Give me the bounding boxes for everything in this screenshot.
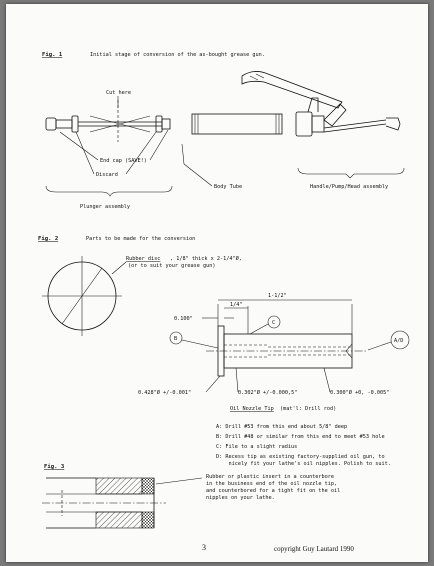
dim-head-thickness: 0.100" [174,316,193,322]
handle-assembly-label: Handle/Pump/Head assembly [310,184,388,190]
pump-head-drawing [241,71,401,137]
fig3-note-line3: and counterbored for a tight fit on the … [206,488,340,494]
copyright-text: copyright Guy Lautard 1990 [274,545,354,553]
note-a: A: Drill #53 from this end about 5/8" de… [216,424,347,430]
fig2-caption: Parts to be made for the conversion [86,236,195,242]
note-b: B: Drill #48 or similar from this end to… [216,434,385,440]
marker-c: C [272,320,275,326]
fig1-caption: Initial stage of conversion of the as-bo… [90,52,265,58]
plunger-assembly-label: Plunger assembly [80,204,130,210]
marker-c-circle [267,315,281,329]
note-c: C: File to a slight radius [216,444,297,450]
page-number: 3 [202,543,206,552]
marker-b: B [174,336,177,342]
oil-nozzle-drawing [206,325,368,377]
note-d: D: Recess tip as existing factory-suppli… [216,454,385,460]
marker-ad-circle [390,330,410,350]
fig1-label: Fig. 1 [42,52,63,58]
fig3-note-line4: nipples on your lathe. [206,495,275,501]
end-cap-label: End cap (SAVE!) [100,158,147,164]
fig3-label: Fig. 3 [44,464,64,470]
dim-overall-length: 1-1/2" [268,293,287,299]
rubber-disc-note: (or to suit your grease gun) [128,263,215,269]
body-tube-label: Body Tube [214,184,242,190]
dim-tip-diameter: 0.300"Ø +0, -0.005" [330,389,389,396]
dim-quarter-inch: 1/4" [230,302,243,308]
fig3-note-line2: in the business end of the oil nozzle ti… [206,481,337,487]
dim-mid-diameter: 0.302"Ø +/-0.000,5" [238,389,297,396]
rubber-disc-spec: , 1/8" thick x 2-1/4"Ø, [170,255,242,262]
fig3-note-line1: Rubber or plastic insert in a counterbor… [206,474,334,480]
nozzle-title: Oil Nozzle Tip [230,406,274,412]
nozzle-material: (mat'l: Drill rod) [280,406,336,412]
marker-b-circle [169,331,183,345]
drawing-canvas: Fig. 1 Initial stage of conversion of th… [38,52,410,553]
dim-head-diameter: 0.428"Ø +/-0.001" [138,389,191,396]
document-page: Fig. 1 Initial stage of conversion of th… [6,4,428,562]
body-tube-drawing [191,113,283,135]
discard-label: Discard [96,172,118,178]
fig2-label: Fig. 2 [38,236,58,242]
rubber-disc-drawing [42,256,122,336]
note-d-cont: nicely fit your lathe's oil nipples. Pol… [216,461,391,467]
rubber-disc-title: Rubber disc [126,256,160,262]
nozzle-section-drawing [42,477,166,529]
cut-here-label: Cut here [106,90,131,96]
marker-ad: A/D [394,338,403,344]
plunger-assembly-drawing [45,100,171,142]
